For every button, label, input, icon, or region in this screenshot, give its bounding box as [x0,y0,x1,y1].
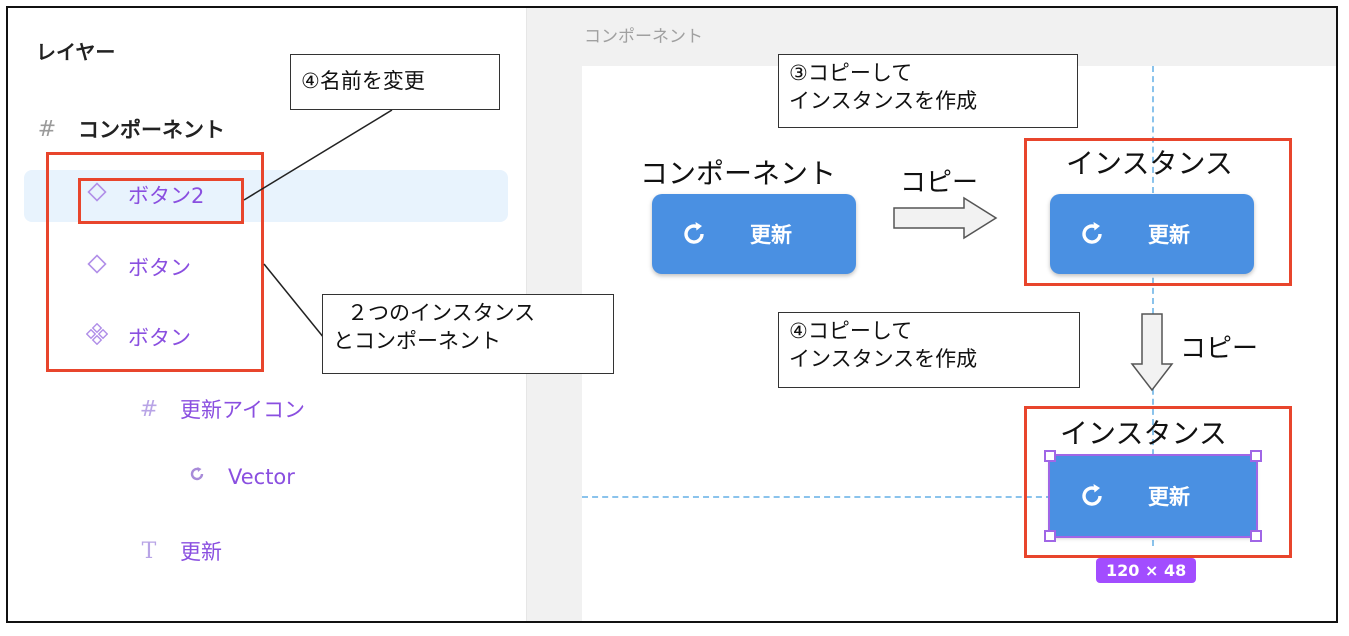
instance-label-2: インスタンス [1060,417,1227,450]
copy-label-vertical: コピー [1180,334,1259,364]
text-t-icon: T [141,538,157,564]
frame-hash-icon: # [139,396,159,422]
highlight-box-instance-2 [1024,406,1292,558]
button-label: 更新 [750,223,792,247]
callout-line: インスタンスを作成 [789,89,978,113]
arrow-right-icon [893,196,998,240]
layers-panel-title: レイヤー [36,40,116,64]
callout-copy-3: ③コピーして インスタンスを作成 [778,54,1078,128]
screenshot-frame: レイヤー # コンポーネント ボタン2 ボタン [6,6,1338,623]
component-label: コンポーネント [640,157,837,190]
instance-diamond-icon [84,181,110,209]
layer-item-vector[interactable]: Vector [184,464,295,490]
component-icon [84,322,110,351]
callout-line: ２つのインスタンス [347,301,536,325]
highlight-box-button2-layer [78,178,244,224]
layer-label: ボタン [128,326,191,350]
resize-handle-top-right[interactable] [1250,450,1262,462]
vertical-guide-line [1152,66,1154,546]
button-label: 更新 [1148,485,1190,509]
canvas-frame-label[interactable]: コンポーネント [584,27,703,47]
layer-label: コンポーネント [78,118,225,142]
instance-update-button-1[interactable]: 更新 [1050,194,1254,274]
instance-diamond-icon [84,253,110,281]
component-update-button[interactable]: 更新 [652,194,856,274]
layer-item-refresh-icon-frame[interactable]: # 更新アイコン [136,394,305,424]
callout-line: インスタンスを作成 [789,347,978,371]
arrow-down-icon [1130,313,1174,392]
callout-line: ③コピーして [789,61,913,85]
callout-line: とコンポーネント [333,329,501,353]
layer-label: 更新アイコン [180,398,305,422]
frame-hash-icon: # [37,116,57,142]
refresh-icon [1082,222,1102,244]
button-label: 更新 [1148,223,1190,247]
callout-connector-lines [243,109,393,339]
callout-instances-and-component: ２つのインスタンス とコンポーネント [322,294,614,374]
layer-item-text-update[interactable]: T 更新 [136,536,222,566]
instance-label-1: インスタンス [1066,147,1233,180]
refresh-vector-icon [184,464,210,490]
layer-item-button2[interactable]: ボタン2 [84,180,204,210]
horizontal-guide-line [582,496,1052,498]
copy-label-horizontal: コピー [900,168,979,198]
layer-label: ボタン2 [128,184,205,208]
highlight-box-instance-1 [1024,138,1292,286]
layer-label: ボタン [128,256,191,280]
resize-handle-bottom-right[interactable] [1250,530,1262,542]
callout-rename: ④名前を変更 [290,54,500,110]
layer-label: 更新 [180,540,222,564]
refresh-icon [1082,484,1102,506]
layer-label: Vector [228,465,295,489]
refresh-icon [684,222,704,244]
resize-handle-bottom-left[interactable] [1044,530,1056,542]
callout-line: ④コピーして [789,319,913,343]
layer-item-button-instance[interactable]: ボタン [84,252,191,282]
layer-item-component-frame[interactable]: # コンポーネント [34,114,225,144]
layer-item-button-component[interactable]: ボタン [84,322,191,352]
resize-handle-top-left[interactable] [1044,450,1056,462]
highlight-box-button-layers [46,152,264,372]
callout-copy-4: ④コピーして インスタンスを作成 [778,312,1080,388]
size-badge: 120 × 48 [1096,558,1197,583]
instance-update-button-2-selected[interactable]: 更新 [1048,454,1258,538]
